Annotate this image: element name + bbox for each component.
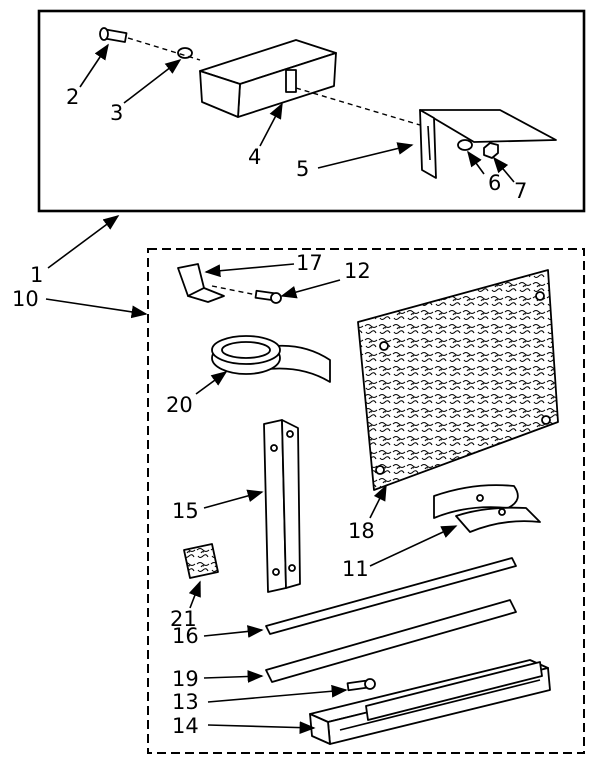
leader-5	[317, 142, 414, 169]
washer-part-3	[177, 47, 193, 59]
callout-1: 1	[30, 263, 43, 287]
clip-bracket-part-11	[433, 484, 541, 533]
assembly-1-box	[37, 9, 586, 213]
callout-15: 15	[172, 499, 199, 523]
callout-3: 3	[110, 101, 123, 125]
leader-7	[492, 156, 515, 183]
leader-16	[203, 625, 264, 638]
callout-4: 4	[248, 145, 261, 169]
callout-20: 20	[166, 393, 193, 417]
callout-21: 21	[170, 607, 197, 631]
leader-2	[79, 43, 109, 88]
angle-post-part-15	[263, 419, 301, 593]
callout-14: 14	[172, 714, 199, 738]
callout-2: 2	[66, 85, 79, 109]
leader-21	[188, 580, 201, 609]
screw-part-13	[346, 678, 376, 692]
callout-12: 12	[344, 259, 371, 283]
leader-11	[369, 525, 458, 567]
screw-part-2	[99, 27, 128, 43]
leader-10	[45, 298, 148, 319]
foam-block-part-21	[183, 543, 219, 579]
leader-20	[195, 371, 228, 395]
leader-15	[203, 489, 264, 509]
assembly-line-top	[127, 37, 421, 126]
bracket-part-4	[199, 39, 337, 118]
leader-19	[203, 670, 264, 683]
leader-3	[123, 59, 182, 104]
callout-6: 6	[488, 171, 501, 195]
leader-4	[259, 102, 283, 147]
leader-17	[204, 263, 295, 278]
callout-11: 11	[342, 557, 369, 581]
callout-16: 16	[172, 624, 199, 648]
screw-part-12	[254, 289, 282, 304]
callout-7: 7	[514, 179, 527, 203]
assembly-10-box	[147, 248, 585, 754]
channel-rail-part-14	[309, 659, 551, 745]
insulation-panel-part-18	[357, 269, 559, 491]
angle-bracket-part-17	[177, 263, 225, 303]
support-bracket-part-5	[419, 109, 557, 179]
seal-strip-part-16	[265, 557, 517, 635]
seal-strip-part-19	[265, 599, 517, 683]
washer-part-6	[457, 139, 473, 151]
leader-1	[47, 215, 120, 269]
callout-17: 17	[296, 251, 323, 275]
nut-part-7	[483, 142, 499, 159]
leader-18	[369, 484, 387, 519]
leader-12	[280, 279, 341, 299]
foam-tape-part-20	[211, 335, 331, 383]
leader-6	[467, 150, 485, 175]
callout-13: 13	[172, 690, 199, 714]
leader-14	[207, 721, 316, 734]
callout-10: 10	[12, 287, 39, 311]
leader-13	[207, 684, 348, 703]
callout-19: 19	[172, 667, 199, 691]
callout-5: 5	[296, 157, 309, 181]
callout-18: 18	[348, 519, 375, 543]
